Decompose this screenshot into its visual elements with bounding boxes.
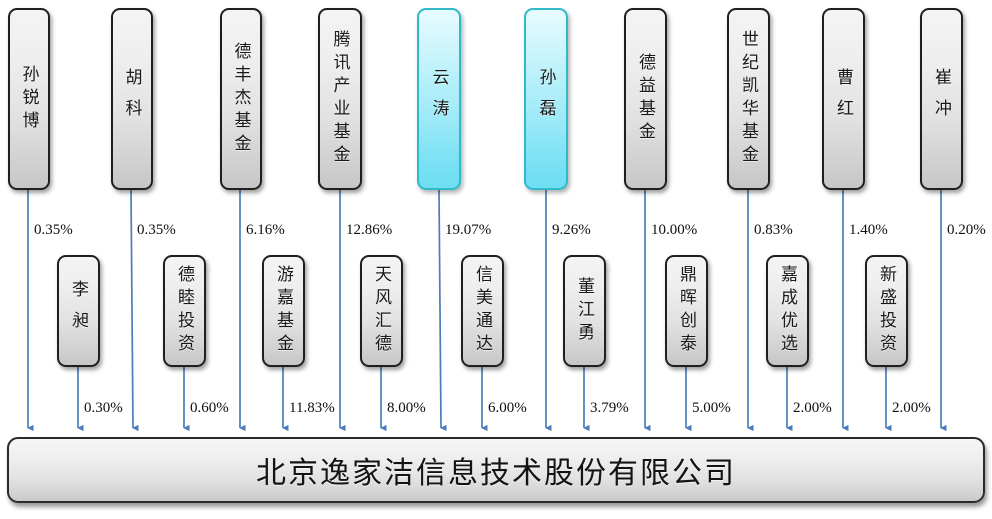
shareholder-name: 世纪凯华基金 (739, 30, 758, 168)
shareholder-name: 曹红 (834, 68, 853, 130)
ownership-percentage: 5.00% (692, 400, 731, 416)
shareholder-name: 李昶 (69, 280, 88, 342)
shareholder-box[interactable]: 德益基金 (624, 8, 667, 190)
shareholder-name: 天风汇德 (372, 265, 391, 357)
shareholder-box[interactable]: 董江勇 (563, 255, 606, 367)
ownership-percentage: 3.79% (590, 400, 629, 416)
shareholder-box[interactable]: 嘉成优选 (766, 255, 809, 367)
ownership-percentage: 11.83% (289, 400, 335, 416)
shareholder-box[interactable]: 腾讯产业基金 (318, 8, 362, 190)
ownership-percentage: 2.00% (793, 400, 832, 416)
ownership-percentage: 2.00% (892, 400, 931, 416)
shareholder-name: 德益基金 (636, 53, 655, 145)
shareholder-name: 鼎晖创泰 (677, 265, 696, 357)
shareholder-name: 胡科 (122, 68, 142, 130)
shareholder-box[interactable]: 游嘉基金 (262, 255, 305, 367)
ownership-percentage: 12.86% (346, 222, 393, 238)
company-box[interactable]: 北京逸家洁信息技术股份有限公司 (7, 437, 985, 503)
ownership-percentage: 10.00% (651, 222, 698, 238)
ownership-percentage: 0.35% (137, 222, 176, 238)
shareholder-box[interactable]: 德丰杰基金 (220, 8, 262, 190)
ownership-percentage: 1.40% (849, 222, 888, 238)
shareholder-box[interactable]: 孙磊 (524, 8, 568, 190)
shareholder-name: 嘉成优选 (778, 265, 797, 357)
shareholder-name: 德丰杰基金 (231, 41, 251, 157)
shareholder-name: 信美通达 (473, 265, 492, 357)
shareholder-name: 董江勇 (575, 276, 594, 346)
shareholder-name: 新盛投资 (877, 265, 896, 357)
ownership-percentage: 8.00% (387, 400, 426, 416)
shareholder-box[interactable]: 天风汇德 (360, 255, 403, 367)
connector-arrow (130, 189, 139, 432)
connector-arrow (438, 189, 447, 432)
shareholder-box[interactable]: 新盛投资 (865, 255, 908, 367)
shareholder-name: 云涛 (429, 68, 449, 130)
shareholder-box[interactable]: 孙锐博 (8, 8, 50, 190)
shareholder-box[interactable]: 李昶 (57, 255, 100, 367)
ownership-percentage: 0.35% (34, 222, 73, 238)
shareholder-name: 德睦投资 (175, 265, 194, 357)
ownership-percentage: 6.16% (246, 222, 285, 238)
shareholder-box[interactable]: 崔冲 (920, 8, 963, 190)
shareholder-box[interactable]: 曹红 (822, 8, 865, 190)
shareholder-name: 腾讯产业基金 (330, 30, 350, 168)
shareholder-box[interactable]: 云涛 (417, 8, 461, 190)
ownership-percentage: 6.00% (488, 400, 527, 416)
shareholder-name: 孙锐博 (19, 64, 39, 134)
shareholder-box[interactable]: 信美通达 (461, 255, 504, 367)
shareholder-name: 崔冲 (932, 68, 951, 130)
shareholder-box[interactable]: 胡科 (111, 8, 153, 190)
ownership-percentage: 0.30% (84, 400, 123, 416)
ownership-percentage: 0.83% (754, 222, 793, 238)
shareholder-box[interactable]: 鼎晖创泰 (665, 255, 708, 367)
shareholder-box[interactable]: 世纪凯华基金 (727, 8, 770, 190)
shareholder-name: 游嘉基金 (274, 265, 293, 357)
ownership-percentage: 0.20% (947, 222, 986, 238)
ownership-percentage: 0.60% (190, 400, 229, 416)
company-name: 北京逸家洁信息技术股份有限公司 (256, 457, 736, 490)
shareholder-box[interactable]: 德睦投资 (163, 255, 206, 367)
ownership-percentage: 9.26% (552, 222, 591, 238)
ownership-percentage: 19.07% (445, 222, 492, 238)
shareholder-name: 孙磊 (536, 68, 556, 130)
